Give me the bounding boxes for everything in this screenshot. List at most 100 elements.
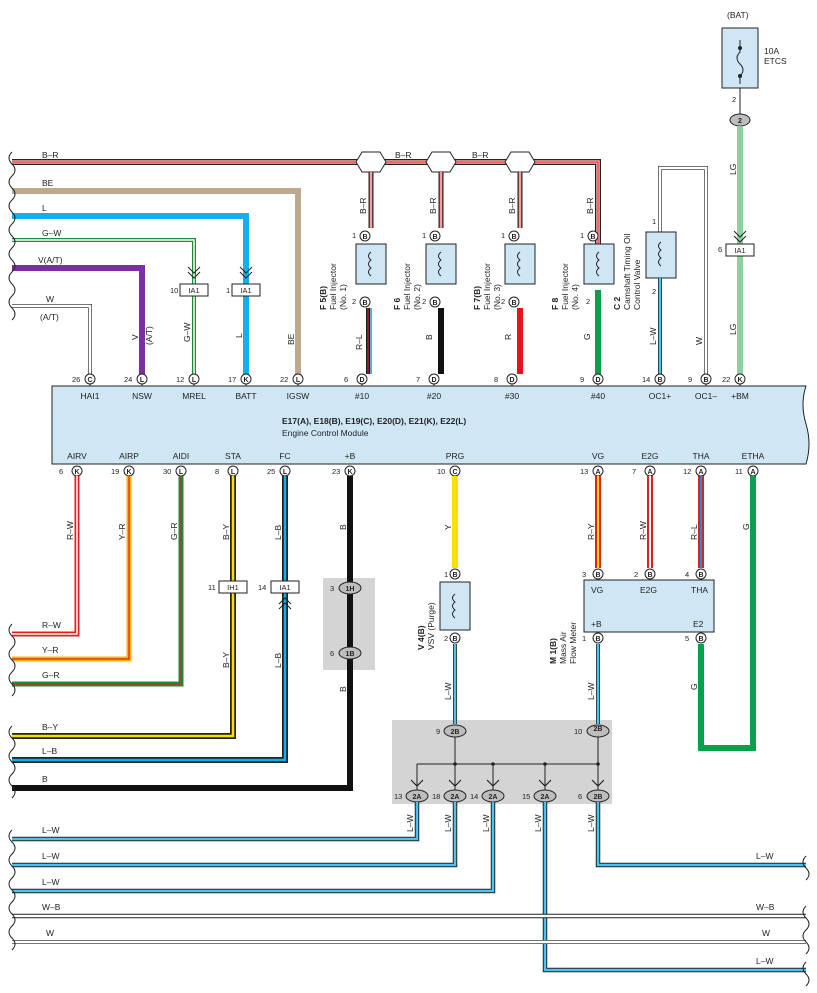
svg-text:B: B [432,300,437,307]
ecm-terminal-aidi-pin: 30 [163,467,171,476]
maf-desc1: Mass Air [558,631,568,664]
svg-text:L: L [192,377,197,384]
ecm-terminal-igsw-pin: 22 [280,375,288,384]
wire-label-lw2: L–W [586,683,596,700]
svg-text:D: D [509,377,514,384]
ia1-mrel-connector: IA1 [179,283,209,297]
fuse-icon [736,40,744,84]
j2b-b-pin: 10 [574,727,582,736]
injector-4-pin-bottom: 2 [586,297,590,306]
injector-1-wire-bottom: R–L [354,334,364,350]
j2b-a-pin: 9 [436,727,440,736]
j2b-b-connector: 2B [586,724,610,738]
ecm-terminal-tha-pin: 12 [683,467,691,476]
wire-label-b3: B [42,774,48,784]
svg-text:B: B [698,636,703,643]
injector-1-coil-icon [368,251,372,277]
injector-2-wire-top: B–R [428,197,438,214]
svg-text:B: B [590,234,595,241]
wire-label-w3: W [762,928,770,938]
injector-2-desc1: Fuel Injector [402,263,412,310]
svg-text:B: B [595,636,600,643]
ecm-terminal-plusb-pin: 23 [332,467,340,476]
maf-term-plusb: +B [591,619,602,629]
j2a-18-pin: 18 [432,792,440,801]
wire-label-at: (A/T) [40,312,59,322]
j2a-13-pin: 13 [394,792,402,801]
wire-label-lg: LG [728,164,738,175]
ecm-terminal-nsw-name: NSW [132,391,152,401]
wire-label-rw2: R–W [42,620,61,630]
j1b-pin: 6 [330,649,334,658]
svg-text:2A: 2A [413,794,422,801]
wire-label-y: Y [443,524,453,530]
maf: R–Y R–W R–L G G 3 B 2 B 4 B VG E2G THA +… [548,476,756,751]
wire-label-lw7: L–W [586,815,596,832]
ecm-terminal-aidi-name: AIDI [173,451,190,461]
injector-4-pin-top: 1 [580,231,584,240]
ocv-wire-left: L–W [648,328,658,345]
j2b-6-connector: 2B [586,789,610,803]
ecm-terminal-n30-name: #30 [505,391,519,401]
ecm-terminal-n20-name: #20 [427,391,441,401]
svg-text:B: B [362,234,367,241]
wire-label-gr: G–R [169,523,179,540]
ecm-terminal-fc-name: FC [279,451,290,461]
injector-4-wire-bottom: G [582,333,592,340]
ecm-terminal-e2g-pin: 7 [632,467,636,476]
fuse-rating: 10A [764,46,779,56]
injector-4: B–R 1 B 2 G F 8 Fuel Injector (No. 4) [550,197,615,374]
ia1-fc-connector: IA1 [270,580,300,594]
wire-label-lb: L–B [273,525,283,540]
fuse-source: (BAT) [727,10,749,20]
ecm-terminal-batt-pin: 17 [228,375,236,384]
svg-text:B: B [511,300,516,307]
ia1-fc-pin: 14 [258,583,266,592]
injector-3-pin-bottom: 2 [501,297,505,306]
ecm-terminal-airp-pin: 19 [111,467,119,476]
ecm-terminal-igsw-name: IGSW [287,391,310,401]
ecm-terminal-mrel-name: MREL [182,391,206,401]
wire-label-rw: R–W [65,521,75,540]
ih1-sta-pin: 11 [208,583,216,592]
ocv-code: C 2 [612,297,622,311]
svg-text:B: B [432,234,437,241]
svg-text:1B: 1B [346,651,355,658]
wire-label-lw5: L–W [481,815,491,832]
ecm-terminal-n30-pin: 8 [494,375,498,384]
svg-text:B: B [511,234,516,241]
wire-label-lb2: L–B [273,653,283,668]
ecm-terminal-e2g-name: E2G [641,451,658,461]
wire-label-be2: BE [286,333,296,345]
svg-text:K: K [74,469,79,476]
wire-label-e2g: R–W [638,521,648,540]
vsv-desc: VSV (Purge) [426,602,436,650]
ecm-terminal-bm-pin: 22 [722,375,730,384]
wire-b [12,476,353,791]
ecm-terminal-oc1m-pin: 9 [688,375,692,384]
svg-text:C: C [87,377,92,384]
wire-label-v: V [130,334,140,340]
left-edge-break [8,151,16,321]
wire-label-b: B [338,524,348,530]
ecm-terminal-hai1-name: HAI1 [81,391,100,401]
j2a-14-pin: 14 [470,792,478,801]
ecm-terminal-prg-pin: 10 [437,467,445,476]
injector-1: B–R 1 B 2 B R–L F 5(B) Fuel Injector (No… [318,151,387,374]
j2a-15-pin: 15 [522,792,530,801]
maf-term-tha: THA [691,585,708,595]
maf-pin-tha: 4 [685,570,689,579]
fuse-pin: 2 [732,95,736,104]
wire-vat [12,265,145,378]
injector-1-code: F 5(B) [318,286,328,310]
svg-text:B: B [657,377,662,384]
ia1-bm-connector: IA1 [725,243,755,257]
ia1-bm-pin: 6 [718,245,722,254]
wire-label-lw8: L–W [42,825,59,835]
svg-text:B: B [452,572,457,579]
injector-1-pin-bottom: 2 [352,297,356,306]
